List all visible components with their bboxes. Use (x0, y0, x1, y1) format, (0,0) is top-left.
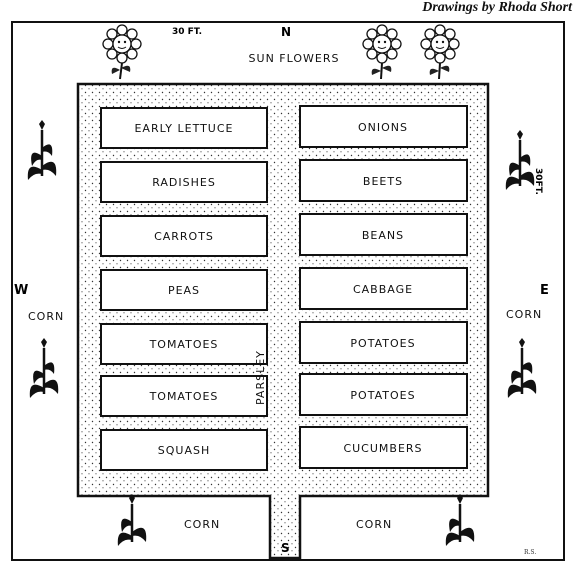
bed-right-7-label: CUCUMBERS (343, 442, 422, 455)
bed-left-5 (100, 323, 268, 365)
credit-line: Drawings by Rhoda Short (422, 0, 572, 15)
bed-right-7 (299, 426, 468, 469)
border-left-label: CORN (28, 310, 64, 323)
bed-right-1-label: ONIONS (358, 121, 408, 134)
compass-west: W (14, 283, 28, 298)
bed-right-4-label: CABBAGE (353, 283, 413, 296)
bed-left-3 (100, 215, 268, 257)
bed-right-6 (299, 373, 468, 416)
bed-left-1-label: EARLY LETTUCE (134, 122, 233, 135)
bed-left-5-label: TOMATOES (149, 338, 219, 351)
compass-south: S (281, 541, 290, 555)
border-right-label: CORN (506, 308, 542, 321)
bed-left-7-label: SQUASH (158, 444, 210, 457)
bed-right-1 (299, 105, 468, 148)
sunflower-icon (420, 24, 460, 80)
beds-left: EARLY LETTUCE RADISHES CARROTS PEAS TOMA… (100, 107, 268, 471)
dimension-top: 30 FT. (172, 27, 202, 37)
bed-right-3-label: BEANS (362, 229, 404, 242)
sunflower-icon (362, 24, 402, 80)
compass-east: E (540, 283, 549, 298)
bed-left-4 (100, 269, 268, 311)
corn-plant-icon (505, 130, 535, 190)
corn-plant-icon (507, 338, 537, 398)
border-top-label: SUN FLOWERS (249, 52, 340, 65)
border-bottom-left-label: CORN (184, 518, 220, 531)
bed-right-2-label: BEETS (363, 175, 403, 188)
dimension-right: 30FT. (533, 168, 543, 195)
corn-plant-icon (445, 494, 475, 546)
artist-signature: R.S. (524, 549, 536, 556)
compass-north: N (281, 25, 291, 39)
bed-right-6-label: POTATOES (350, 389, 415, 402)
bed-right-2 (299, 159, 468, 202)
garden-border (11, 21, 565, 561)
bed-right-3 (299, 213, 468, 256)
bed-right-4 (299, 267, 468, 310)
corn-plant-icon (29, 338, 59, 398)
parsley-label: PARSLEY (254, 350, 267, 405)
bed-left-6-label: TOMATOES (149, 390, 219, 403)
bed-left-2 (100, 161, 268, 203)
bed-right-5 (299, 321, 468, 364)
bed-right-5-label: POTATOES (350, 337, 415, 350)
bed-left-2-label: RADISHES (152, 176, 216, 189)
bed-left-3-label: CARROTS (154, 230, 214, 243)
corn-plant-icon (27, 120, 57, 180)
bed-left-7 (100, 429, 268, 471)
border-bottom-right-label: CORN (356, 518, 392, 531)
bed-left-6 (100, 375, 268, 417)
bed-left-4-label: PEAS (168, 284, 200, 297)
corn-plant-icon (117, 494, 147, 546)
sunflower-icon (102, 24, 142, 80)
bed-left-1 (100, 107, 268, 149)
beds-right: ONIONS BEETS BEANS CABBAGE POTATOES POTA… (299, 105, 468, 469)
